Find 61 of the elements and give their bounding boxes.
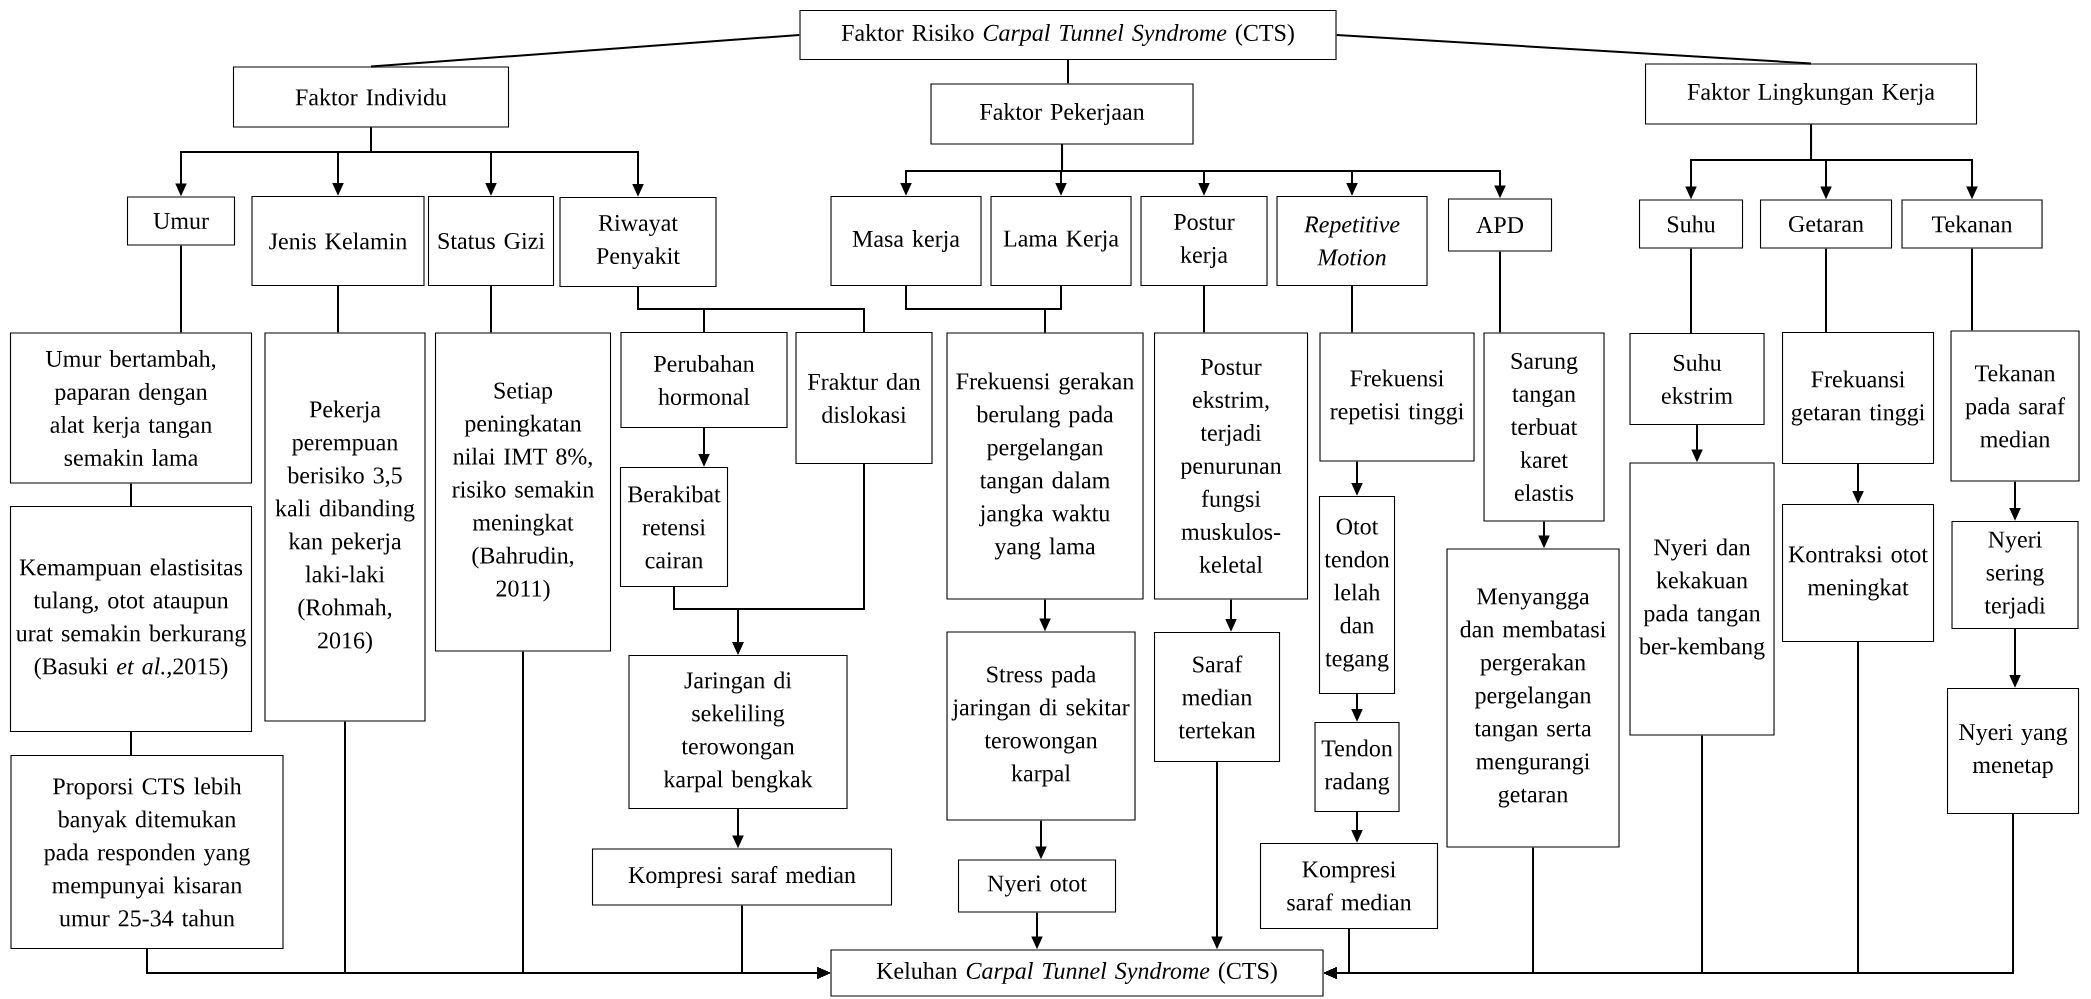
description-box: Frekuensi repetisi tinggi [1319, 332, 1475, 462]
connector-line [637, 286, 865, 333]
connector-line [1203, 285, 1205, 334]
description-box: Saraf median tertekan [1153, 631, 1281, 763]
factor-box: Masa kerja [830, 195, 982, 287]
description-box: Berakibat retensi cairan [619, 466, 729, 588]
description-box: Fraktur dan dislokasi [795, 331, 933, 465]
description-box: Suhu ekstrim [1629, 332, 1765, 426]
factor-box: Lama Kerja [990, 195, 1132, 287]
factor-box: Getaran [1759, 199, 1893, 249]
description-box: Nyeri sering terjadi [1951, 520, 2079, 630]
description-box: Nyeri yang menetap [1946, 687, 2080, 815]
connector-line [130, 731, 132, 756]
description-box: Kompresi saraf median [591, 848, 893, 906]
description-box: Menyangga dan membatasi pergerakan pergelangan tangan serta mengurangi getaran [1446, 548, 1620, 848]
description-box: Tekanan pada saraf median [1950, 330, 2080, 482]
connector-line [1690, 247, 1692, 334]
description-box: Pekerja perempuan berisiko 3,5 kali dibanding kan pekerja laki-laki (Rohmah, 2016) [264, 332, 426, 722]
category-box: Faktor Pekerjaan [930, 83, 1194, 145]
category-box: Faktor Lingkungan Kerja [1644, 63, 1978, 125]
factor-box: APD [1447, 198, 1553, 252]
connector-line [1499, 250, 1501, 334]
description-box: Umur bertambah, paparan dengan alat kerja tangan semakin lama [9, 332, 253, 484]
description-box: Nyeri dan kekakuan pada tangan ber-kembang [1629, 462, 1775, 736]
connector-line [370, 34, 801, 68]
connector-line [1335, 34, 1812, 65]
connector-line [130, 482, 132, 507]
description-box: Tendon radang [1314, 721, 1400, 813]
outcome-box: Keluhan Carpal Tunnel Syndrome (CTS) [830, 949, 1324, 997]
factor-box: Postur kerja [1140, 195, 1268, 287]
description-box: Jaringan di sekeliling terowongan karpal bengkak [628, 654, 848, 810]
description-box: Perubahan hormonal [620, 331, 788, 429]
connector-line [180, 244, 182, 334]
description-box: Kontraksi otot meningkat [1781, 503, 1935, 643]
description-box: Kemampuan elastisitas tulang, otot ataupun urat semakin berkurang (Basuki et al.,2015) [9, 505, 253, 733]
connector-line [1044, 285, 1062, 334]
factor-box: Suhu [1638, 199, 1744, 249]
description-box: Frekuansi getaran tinggi [1781, 331, 1935, 465]
factor-box: Repetitive Motion [1276, 195, 1428, 287]
description-box: Postur ekstrim, terjadi penurunan fungsi muskulos-keletal [1153, 332, 1309, 600]
category-box: Faktor Individu [232, 66, 510, 128]
connector-line [490, 285, 492, 334]
description-box: Kompresi saraf median [1259, 842, 1439, 930]
description-box: Frekuensi gerakan berulang pada pergelangan tangan dalam jangka waktu yang lama [946, 332, 1144, 600]
description-box: Nyeri otot [957, 859, 1117, 913]
description-box: Sarung tangan terbuat karet elastis [1483, 332, 1605, 522]
connector-line [337, 285, 339, 334]
connector-line [1825, 247, 1827, 333]
description-box: Stress pada jaringan di sekitar terowongan karpal [946, 631, 1136, 821]
description-box: Proporsi CTS lebih banyak ditemukan pada responden yang mempunyai kisaran umur 25-34 tahun [10, 754, 284, 950]
description-box: Setiap peningkatan nilai IMT 8%, risiko semakin meningkat (Bahrudin, 2011) [434, 332, 612, 652]
description-box: Otot tendon lelah dan tegang [1318, 495, 1396, 695]
factor-box: Umur [126, 196, 236, 246]
factor-box: Jenis Kelamin [251, 195, 425, 287]
factor-box: Tekanan [1901, 199, 2043, 249]
factor-box: Riwayat Penyakit [559, 196, 717, 288]
connector-line [1067, 59, 1069, 85]
factor-box: Status Gizi [427, 195, 555, 287]
connector-line [1971, 247, 1973, 332]
title-box: Faktor Risiko Carpal Tunnel Syndrome (CTS) [799, 9, 1337, 61]
connector-line [1351, 285, 1353, 334]
